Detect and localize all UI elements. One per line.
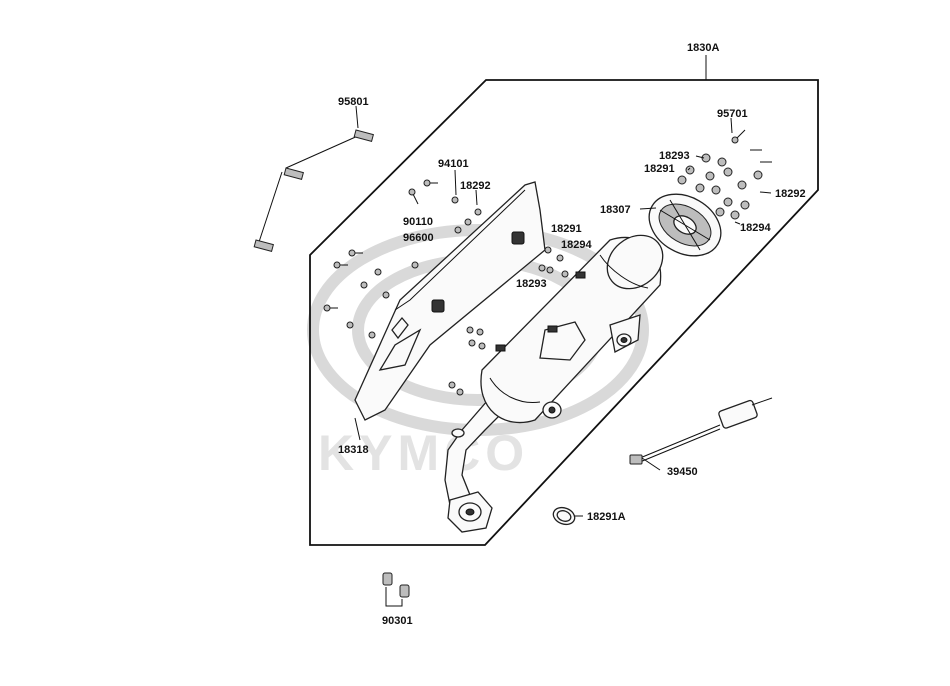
callout-18293-right: 18293	[659, 150, 690, 162]
callout-18318: 18318	[338, 444, 369, 456]
callout-18291-center: 18291	[551, 223, 582, 235]
callout-18307: 18307	[600, 204, 631, 216]
hardware-center	[538, 246, 569, 278]
callout-1830A: 1830A	[687, 42, 719, 54]
end-cap	[648, 193, 722, 257]
exhaust-pipe	[444, 399, 512, 533]
callout-18293-center: 18293	[516, 278, 547, 290]
callout-18294-right: 18294	[740, 222, 771, 234]
watermark-text: KYMCO	[318, 425, 529, 481]
callout-96600: 96600	[403, 232, 434, 244]
heat-shield	[354, 181, 546, 421]
callout-90110: 90110	[403, 216, 433, 228]
clips-90301	[382, 572, 410, 607]
callout-18292-upper: 18292	[460, 180, 491, 192]
callout-18294-center: 18294	[561, 239, 592, 251]
bolts-95801	[253, 129, 374, 253]
assembly-frame	[309, 79, 819, 546]
gasket	[552, 506, 576, 526]
oxygen-sensor	[629, 397, 773, 465]
muffler-body	[480, 234, 664, 424]
leader-lines	[354, 105, 772, 517]
hardware-right	[677, 129, 772, 220]
callout-94101: 94101	[438, 158, 469, 170]
callout-95701: 95701	[717, 108, 748, 120]
callout-95801: 95801	[338, 96, 369, 108]
callout-90301: 90301	[382, 615, 413, 627]
callout-18291-right: 18291	[644, 163, 675, 175]
callout-labels: 1830A 95801 95701 94101 18292 90110 9660…	[338, 42, 806, 627]
hardware-left	[323, 179, 486, 396]
callout-18291A: 18291A	[587, 511, 626, 523]
callout-18292-right: 18292	[775, 188, 806, 200]
callout-39450: 39450	[667, 466, 698, 478]
